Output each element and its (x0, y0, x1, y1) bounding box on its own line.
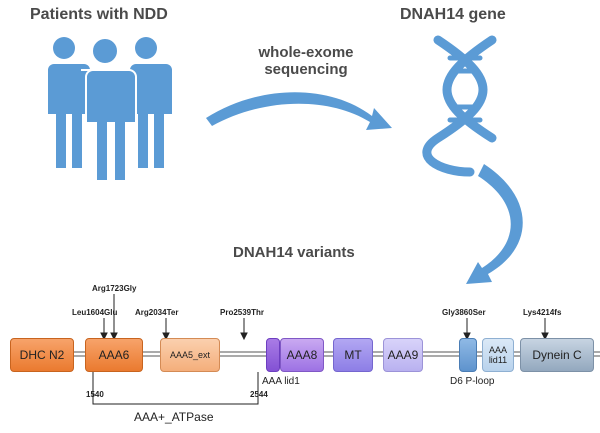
variant-arg1723gly: Arg1723Gly (92, 284, 137, 293)
domain-aaa5-ext: AAA5_ext (160, 338, 220, 372)
label-atpase: AAA+_ATPase (134, 410, 214, 424)
label-pos-1540: 1540 (86, 390, 104, 399)
label-d6-ploop: D6 P-loop (450, 376, 495, 387)
domain-aaa-lid1 (266, 338, 280, 372)
domain-d6-ploop (459, 338, 477, 372)
domain-aaa-lid11: AAA lid11 (482, 338, 514, 372)
domain-aaa-lid11-line1: AAA (488, 345, 507, 355)
domain-aaa-lid11-line2: lid11 (488, 355, 508, 365)
wes-label-line2: sequencing (264, 61, 348, 78)
variant-lys4214fs: Lys4214fs (523, 308, 562, 317)
domain-aaa8: AAA8 (280, 338, 324, 372)
dna-helix-icon (422, 35, 497, 177)
domain-dhc-n2: DHC N2 (10, 338, 74, 372)
arrow-wes (206, 92, 392, 130)
variant-pro2539thr: Pro2539Thr (220, 308, 265, 317)
atpase-bracket (92, 372, 259, 405)
variant-leu1604glu: Leu1604Glu (72, 308, 118, 317)
variants-heading: DNAH14 variants (233, 244, 355, 261)
domain-dynein-c: Dynein C (520, 338, 594, 372)
gene-heading: DNAH14 gene (400, 6, 506, 23)
variant-gly3860ser: Gly3860Ser (442, 308, 486, 317)
domain-aaa9: AAA9 (383, 338, 423, 372)
arrow-variants (466, 164, 523, 284)
domain-aaa6: AAA6 (85, 338, 143, 372)
variant-arg2034ter: Arg2034Ter (135, 308, 179, 317)
wes-label-line1: whole-exome (258, 44, 354, 61)
variant-arrows (100, 294, 549, 341)
domain-mt: MT (333, 338, 373, 372)
people-icon (44, 37, 172, 182)
patients-heading: Patients with NDD (30, 6, 168, 23)
wes-label: whole-exome sequencing (251, 44, 361, 78)
label-pos-2544: 2544 (250, 390, 268, 399)
label-aaa-lid1: AAA lid1 (262, 376, 300, 387)
